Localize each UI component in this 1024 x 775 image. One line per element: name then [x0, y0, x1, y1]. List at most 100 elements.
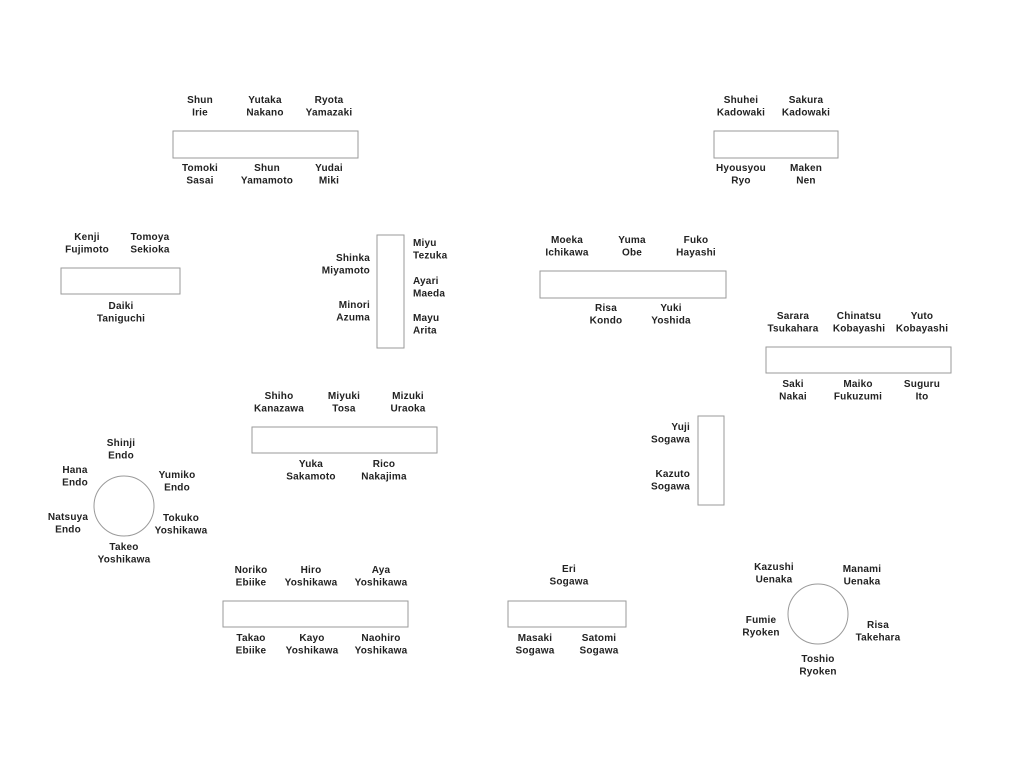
guest-last-name: Yoshikawa [98, 555, 151, 566]
guest-last-name: Maeda [413, 289, 445, 300]
guest-first-name: Tomoki [182, 163, 218, 174]
guest-first-name: Noriko [235, 565, 268, 576]
guest-last-name: Arita [413, 326, 437, 337]
guest-first-name: Chinatsu [837, 311, 881, 322]
rect-table [713, 130, 839, 159]
guest-first-name: Tomoya [131, 232, 170, 243]
guest-last-name: Kadowaki [717, 108, 765, 119]
round-table [787, 583, 849, 645]
guest-last-name: Uenaka [844, 577, 881, 588]
rect-table [172, 130, 359, 159]
guest-last-name: Taniguchi [97, 314, 145, 325]
guest-first-name: Yutaka [248, 95, 282, 106]
guest-last-name: Obe [622, 248, 642, 259]
guest-first-name: Kazushi [754, 562, 794, 573]
guest-first-name: Ayari [413, 276, 439, 287]
guest-first-name: Manami [843, 564, 881, 575]
guest-first-name: Natsuya [48, 512, 89, 523]
guest-last-name: Irie [192, 108, 208, 119]
rect-table [60, 267, 181, 295]
guest-last-name: Sogawa [550, 577, 589, 588]
guest-first-name: Rico [373, 459, 395, 470]
guest-first-name: Maiko [843, 379, 872, 390]
guest-first-name: Moeka [551, 235, 583, 246]
guest-last-name: Sekioka [130, 245, 169, 256]
guest-first-name: Kazuto [655, 469, 690, 480]
guest-last-name: Yoshikawa [286, 646, 339, 657]
rect-table [251, 426, 438, 454]
guest-first-name: Sakura [789, 95, 824, 106]
guest-first-name: Shinka [336, 253, 370, 264]
guest-first-name: Mizuki [392, 391, 424, 402]
guest-last-name: Sogawa [651, 482, 690, 493]
guest-last-name: Endo [62, 478, 88, 489]
guest-first-name: Eri [562, 564, 576, 575]
guest-first-name: Shun [254, 163, 280, 174]
guest-last-name: Takehara [856, 633, 901, 644]
guest-first-name: Shiho [265, 391, 294, 402]
guest-first-name: Saki [782, 379, 803, 390]
guest-last-name: Miyamoto [322, 266, 370, 277]
guest-last-name: Kanazawa [254, 404, 304, 415]
guest-first-name: Sarara [777, 311, 810, 322]
guest-last-name: Fukuzumi [834, 392, 882, 403]
guest-last-name: Yoshikawa [155, 526, 208, 537]
guest-last-name: Kadowaki [782, 108, 830, 119]
guest-first-name: Shinji [107, 438, 135, 449]
guest-last-name: Uenaka [756, 575, 793, 586]
guest-last-name: Yoshikawa [355, 646, 408, 657]
guest-first-name: Tokuko [163, 513, 199, 524]
guest-first-name: Hana [62, 465, 87, 476]
guest-first-name: Yuto [911, 311, 933, 322]
guest-first-name: Hyousyou [716, 163, 766, 174]
guest-last-name: Sogawa [580, 646, 619, 657]
guest-first-name: Hiro [301, 565, 322, 576]
guest-first-name: Risa [867, 620, 889, 631]
guest-last-name: Hayashi [676, 248, 716, 259]
guest-last-name: Sogawa [516, 646, 555, 657]
guest-first-name: Kayo [299, 633, 324, 644]
guest-first-name: Yuka [299, 459, 323, 470]
guest-last-name: Yoshida [651, 316, 691, 327]
guest-last-name: Sakamoto [286, 472, 335, 483]
guest-last-name: Ebiike [236, 646, 267, 657]
guest-first-name: Yuma [618, 235, 646, 246]
rect-table [697, 415, 725, 506]
guest-first-name: Masaki [518, 633, 553, 644]
guest-first-name: Kenji [74, 232, 99, 243]
guest-last-name: Yoshikawa [285, 578, 338, 589]
